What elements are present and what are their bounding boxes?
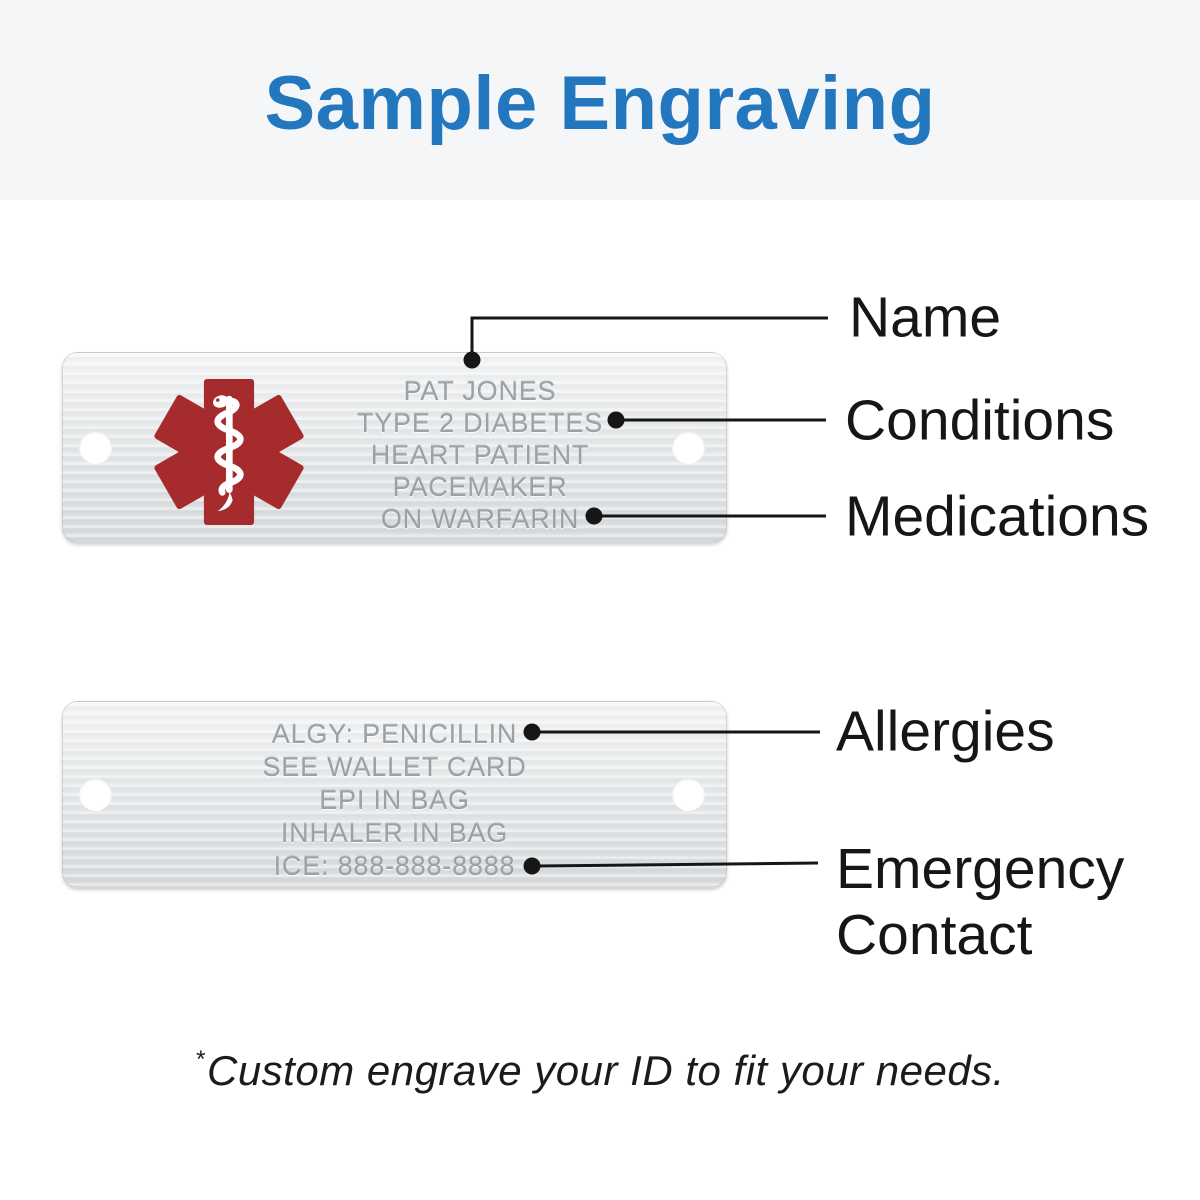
engraved-text-front: PAT JONES TYPE 2 DIABETES HEART PATIENT …	[234, 375, 726, 535]
footnote: *Custom engrave your ID to fit your need…	[0, 1030, 1200, 1101]
medications-label: Medications	[845, 484, 1150, 549]
star-of-life-icon	[154, 379, 304, 525]
footnote-text: Custom engrave your ID to fit your needs…	[206, 1047, 1005, 1094]
engraved-line-condition-1: TYPE 2 DIABETES	[356, 408, 604, 438]
engraved-line-condition-2: HEART PATIENT	[370, 440, 590, 470]
medical-id-plate-front: PAT JONES TYPE 2 DIABETES HEART PATIENT …	[62, 352, 727, 543]
page-title: Sample Engraving	[264, 60, 936, 146]
footnote-asterisk: *	[195, 1046, 205, 1073]
plate-hole-right	[672, 430, 705, 464]
engraved-line-condition-3: PACEMAKER	[392, 472, 568, 502]
emergency-contact-label: Emergency Contact	[836, 837, 1125, 967]
name-label: Name	[849, 285, 1002, 350]
engraved-line-allergy: ALGY: PENICILLIN	[271, 719, 518, 749]
allergies-label: Allergies	[836, 699, 1055, 764]
engraved-line-inhaler: INHALER IN BAG	[280, 818, 509, 848]
plate-hole-left	[79, 777, 112, 811]
plate-hole-left	[79, 430, 112, 464]
engraved-text-back: ALGY: PENICILLIN SEE WALLET CARD EPI IN …	[63, 718, 726, 883]
plate-hole-right	[672, 777, 705, 811]
engraved-line-ice: ICE: 888-888-8888	[273, 851, 516, 881]
engraved-line-epi: EPI IN BAG	[319, 785, 470, 815]
medical-id-plate-back: ALGY: PENICILLIN SEE WALLET CARD EPI IN …	[62, 701, 727, 888]
engraved-line-medication: ON WARFARIN	[380, 504, 580, 534]
conditions-label: Conditions	[845, 388, 1115, 453]
engraved-line-wallet-card: SEE WALLET CARD	[262, 752, 527, 782]
rod-of-asclepius-icon	[213, 395, 244, 512]
header-band: Sample Engraving	[0, 0, 1200, 200]
engraved-line-name: PAT JONES	[403, 376, 557, 406]
